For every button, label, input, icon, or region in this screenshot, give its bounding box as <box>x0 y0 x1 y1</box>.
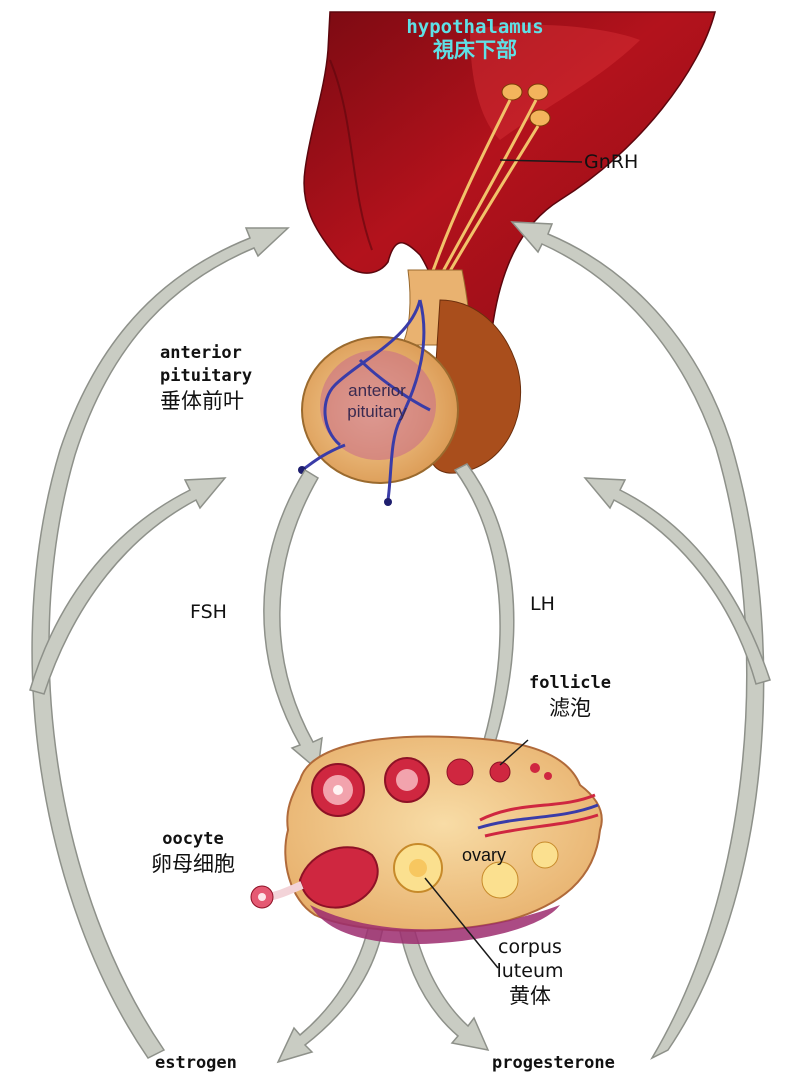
ovary-to-estrogen-arrow <box>278 920 384 1062</box>
ovary-label: ovary <box>462 845 506 866</box>
estrogen-label: estrogen <box>155 1052 237 1075</box>
corpus-label-zh: 黄体 <box>480 983 580 1010</box>
corpus-luteum-label: corpus luteum 黄体 <box>480 935 580 1010</box>
follicle-label-en: follicle <box>510 672 630 695</box>
neuron-cell-body <box>502 84 522 100</box>
pituitary-label-zh: 垂体前叶 <box>160 388 252 415</box>
follicle-antrum <box>396 769 418 791</box>
hypothalamus-label: hypothalamus 視床下部 <box>375 16 575 62</box>
follicle-small <box>530 763 540 773</box>
corpus-albicans <box>532 842 558 868</box>
corpus-albicans <box>482 862 518 898</box>
follicle-label: follicle 滤泡 <box>510 672 630 722</box>
hypothalamus-label-en: hypothalamus <box>375 16 575 39</box>
gnrh-label: GnRH <box>584 150 638 174</box>
vessel-end <box>384 498 392 506</box>
oocyte-label: oocyte 卵母细胞 <box>128 828 258 878</box>
pituitary-inner-line2: pituitary <box>322 401 432 422</box>
pituitary-label-line1: anterior <box>160 342 252 365</box>
pituitary-inner-line1: anterior <box>322 380 432 401</box>
released-oocyte-nucleus <box>258 893 266 901</box>
follicle-label-zh: 滤泡 <box>510 695 630 722</box>
oocyte-label-en: oocyte <box>128 828 258 851</box>
neuron-cell-body <box>530 110 550 126</box>
oocyte-label-zh: 卵母细胞 <box>128 851 258 878</box>
pituitary-label-line2: pituitary <box>160 365 252 388</box>
follicle-oocyte <box>333 785 343 795</box>
follicle <box>447 759 473 785</box>
neuron-cell-body <box>528 84 548 100</box>
corpus-label-line2: luteum <box>480 959 580 983</box>
progesterone-to-hypothalamus-arrow <box>512 222 764 1058</box>
pituitary-inner-label: anterior pituitary <box>322 380 432 422</box>
follicle-small <box>544 772 552 780</box>
corpus-luteum-center <box>409 859 427 877</box>
lh-label: LH <box>530 592 555 616</box>
corpus-label-line1: corpus <box>480 935 580 959</box>
fsh-label: FSH <box>190 600 227 624</box>
ovary <box>251 737 602 968</box>
progesterone-label: progesterone <box>492 1052 615 1075</box>
hypothalamus-label-zh: 視床下部 <box>375 39 575 62</box>
fsh-arrow <box>264 470 322 770</box>
anterior-pituitary-side-label: anterior pituitary 垂体前叶 <box>160 342 252 415</box>
